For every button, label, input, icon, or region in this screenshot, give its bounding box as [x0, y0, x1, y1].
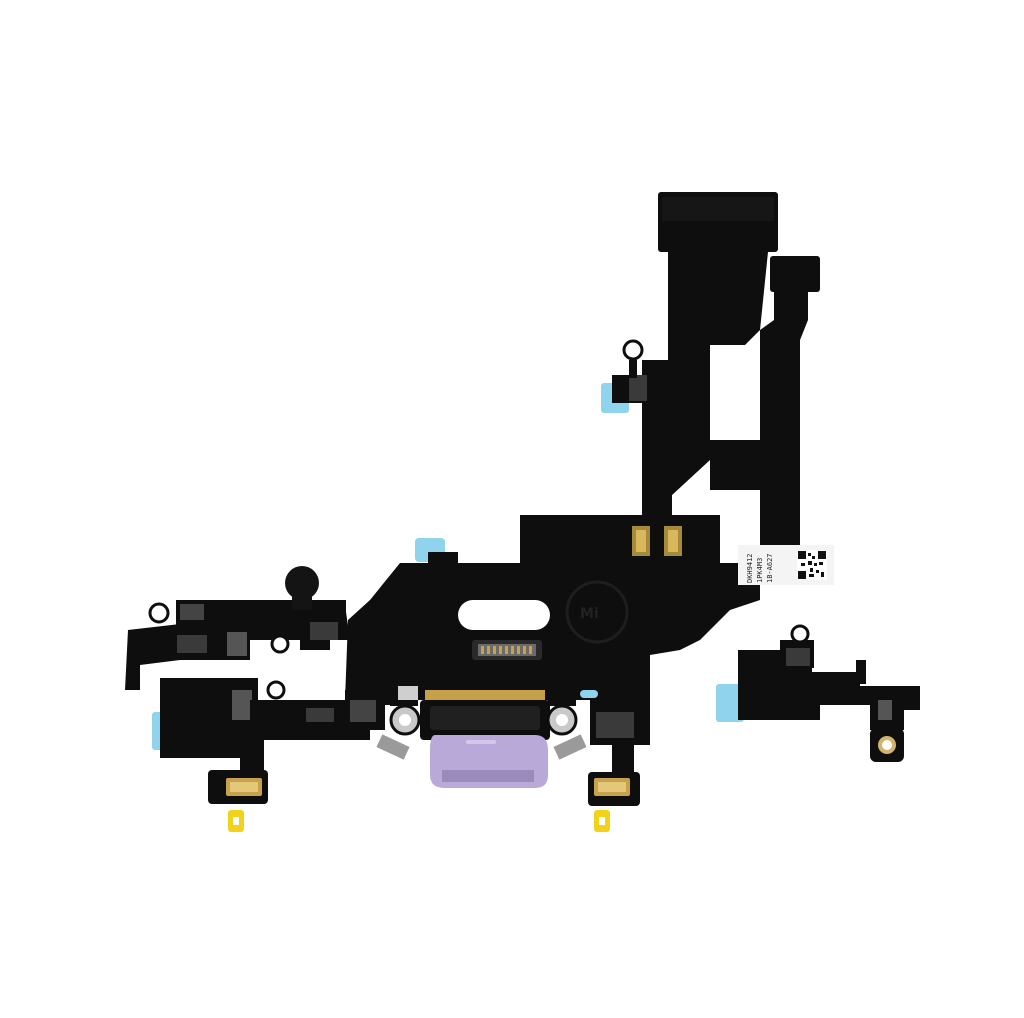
screw-ring [790, 624, 810, 644]
label-line1: DKH9412 [746, 553, 754, 583]
port-gold-strip [425, 690, 545, 702]
upper-flex-strip-narrow [710, 256, 820, 570]
screw-ring [622, 339, 644, 361]
upper-flex-strip [642, 192, 778, 520]
center-right-arm [588, 700, 640, 832]
svg-text:Mi: Mi [580, 606, 599, 622]
board-cutout [458, 600, 550, 630]
component [310, 622, 338, 640]
qr-code-icon [797, 550, 827, 580]
main-board-adhesive [415, 538, 458, 566]
serial-label: DKH9412 1PK4M3 1B-A627 [738, 545, 834, 585]
component [177, 635, 207, 653]
embossed-logo [565, 580, 629, 644]
port-opening [430, 706, 540, 730]
charging-port [376, 686, 598, 788]
right-arm [716, 624, 920, 762]
label-line3: 1B-A627 [766, 553, 774, 583]
upper-left-tab [601, 339, 647, 413]
left-arm [125, 566, 385, 832]
label-line2: 1PK4M3 [756, 558, 764, 583]
screw-ring [270, 634, 290, 654]
screw-ring [266, 680, 286, 700]
screw-ring [148, 602, 170, 624]
adhesive-pad [716, 684, 744, 722]
component [227, 632, 247, 656]
